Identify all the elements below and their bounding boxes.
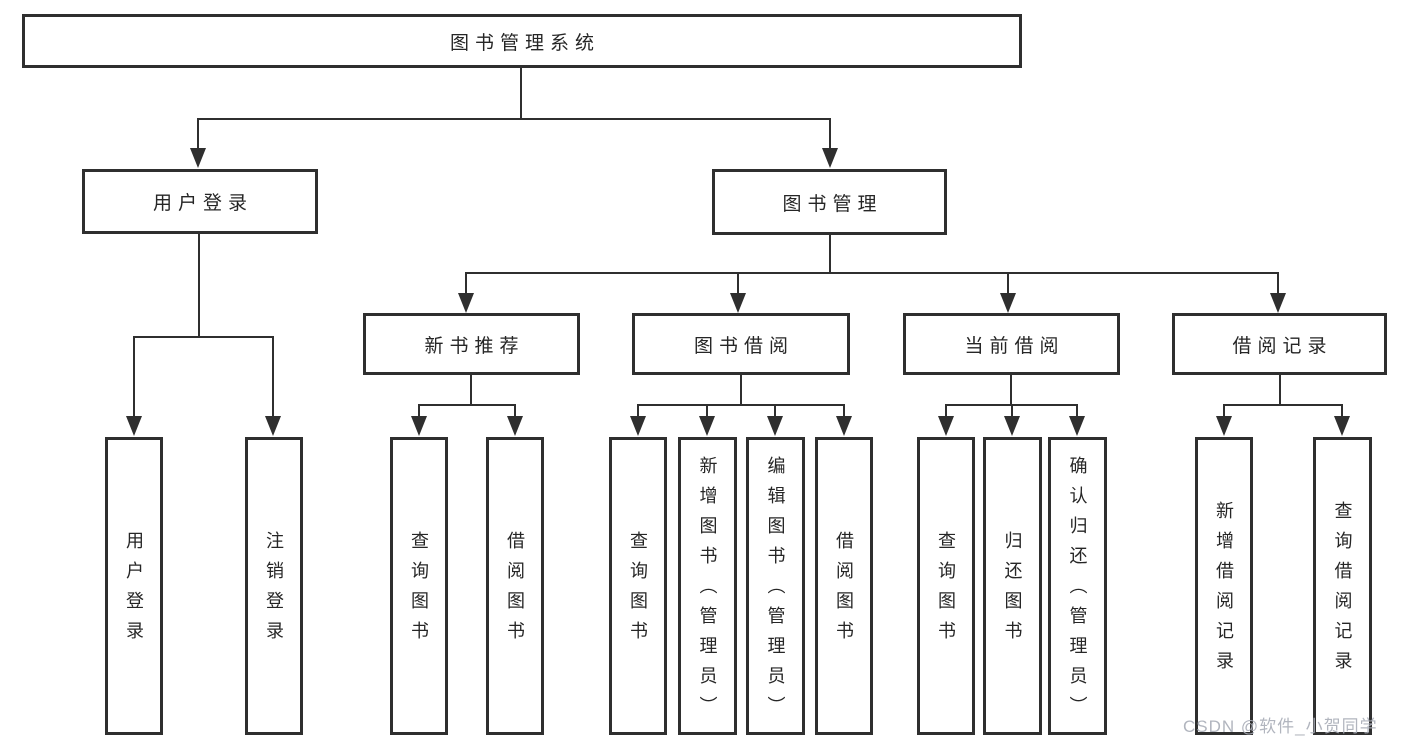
connector-line-horizontal: [1223, 404, 1343, 406]
connector-line-vertical: [470, 375, 472, 406]
leaf-query-borrow-record-label: 查询借阅记录: [1332, 501, 1353, 681]
leaf-edit-books-admin-label: 编辑图书（管理员）: [765, 456, 786, 726]
node-new-book-recommend-label: 新书推荐: [424, 335, 525, 357]
leaf-return-books-label: 归还图书: [1002, 531, 1023, 651]
arrowhead-down: [1069, 416, 1085, 436]
leaf-query-borrow-record: 查询借阅记录: [1313, 437, 1372, 735]
connector-line-vertical: [843, 404, 845, 420]
connector-line-vertical: [774, 404, 776, 420]
node-borrowing-records-label: 借阅记录: [1232, 335, 1333, 357]
node-book-borrowing: 图书借阅: [632, 313, 850, 375]
connector-line-vertical: [514, 404, 516, 420]
leaf-current-query-books-label: 查询图书: [936, 531, 956, 651]
connector-line-horizontal: [637, 404, 845, 406]
leaf-borrowing-borrow-books: 借阅图书: [815, 437, 873, 735]
node-user-login-label: 用户登录: [152, 193, 253, 214]
csdn-watermark: CSDN @软件_小贺同学: [1183, 717, 1378, 736]
leaf-borrowing-query-books: 查询图书: [609, 437, 667, 735]
connector-line-vertical: [829, 235, 831, 274]
connector-line-horizontal: [465, 272, 1279, 274]
arrowhead-down: [1270, 293, 1286, 313]
arrowhead-down: [507, 416, 523, 436]
leaf-recommend-query-books: 查询图书: [390, 437, 448, 735]
leaf-add-books-admin-label: 新增图书（管理员）: [697, 456, 718, 726]
connector-line-vertical: [465, 272, 467, 296]
arrowhead-down: [767, 416, 783, 436]
node-current-borrowing-label: 当前借阅: [964, 335, 1065, 357]
arrowhead-down: [411, 416, 427, 436]
connector-line-vertical: [1277, 272, 1279, 296]
connector-line-vertical: [1076, 404, 1078, 420]
connector-line-vertical: [740, 375, 742, 406]
connector-line-horizontal: [197, 118, 831, 120]
connector-line-vertical: [520, 68, 522, 119]
node-user-login: 用户登录: [82, 169, 318, 234]
leaf-confirm-return-admin-label: 确认归还（管理员）: [1067, 456, 1088, 726]
node-new-book-recommend: 新书推荐: [363, 313, 580, 375]
connector-line-vertical: [1011, 404, 1013, 420]
node-book-borrowing-label: 图书借阅: [693, 335, 794, 357]
connector-line-vertical: [829, 118, 831, 152]
arrowhead-down: [730, 293, 746, 313]
node-root-label: 图书管理系统: [449, 32, 600, 54]
leaf-borrowing-borrow-books-label: 借阅图书: [834, 531, 854, 651]
leaf-return-books: 归还图书: [983, 437, 1042, 735]
connector-line-vertical: [272, 336, 274, 420]
leaf-add-books-admin: 新增图书（管理员）: [678, 437, 737, 735]
connector-line-vertical: [945, 404, 947, 420]
node-current-borrowing: 当前借阅: [903, 313, 1120, 375]
node-book-management-label: 图书管理: [782, 193, 883, 215]
node-borrowing-records: 借阅记录: [1172, 313, 1387, 375]
connector-line-vertical: [1341, 404, 1343, 420]
arrowhead-down: [822, 148, 838, 168]
leaf-borrowing-query-books-label: 查询图书: [628, 531, 648, 651]
arrowhead-down: [458, 293, 474, 313]
leaf-user-login: 用户登录: [105, 437, 163, 735]
connector-line-vertical: [197, 118, 199, 152]
connector-line-vertical: [133, 336, 135, 420]
arrowhead-down: [836, 416, 852, 436]
arrowhead-down: [1004, 416, 1020, 436]
connector-line-vertical: [418, 404, 420, 420]
arrowhead-down: [1000, 293, 1016, 313]
arrowhead-down: [1216, 416, 1232, 436]
node-book-management: 图书管理: [712, 169, 947, 235]
arrowhead-down: [699, 416, 715, 436]
leaf-logout-label: 注销登录: [264, 531, 284, 651]
leaf-confirm-return-admin: 确认归还（管理员）: [1048, 437, 1107, 735]
leaf-logout: 注销登录: [245, 437, 303, 735]
leaf-user-login-label: 用户登录: [124, 531, 144, 651]
leaf-recommend-query-books-label: 查询图书: [409, 531, 429, 651]
connector-line-vertical: [706, 404, 708, 420]
arrowhead-down: [1334, 416, 1350, 436]
connector-line-vertical: [1010, 375, 1012, 406]
leaf-add-borrow-record: 新增借阅记录: [1195, 437, 1253, 735]
arrowhead-down: [938, 416, 954, 436]
connector-line-vertical: [1279, 375, 1281, 406]
leaf-edit-books-admin: 编辑图书（管理员）: [746, 437, 805, 735]
connector-line-vertical: [1007, 272, 1009, 296]
arrowhead-down: [126, 416, 142, 436]
leaf-add-borrow-record-label: 新增借阅记录: [1214, 501, 1234, 681]
connector-line-vertical: [1223, 404, 1225, 420]
connector-line-vertical: [637, 404, 639, 420]
connector-line-vertical: [737, 272, 739, 296]
connector-line-horizontal: [133, 336, 274, 338]
connector-line-horizontal: [418, 404, 516, 406]
leaf-recommend-borrow-books-label: 借阅图书: [505, 531, 525, 651]
arrowhead-down: [630, 416, 646, 436]
connector-line-vertical: [198, 234, 200, 338]
leaf-current-query-books: 查询图书: [917, 437, 975, 735]
node-root: 图书管理系统: [22, 14, 1022, 68]
arrowhead-down: [190, 148, 206, 168]
arrowhead-down: [265, 416, 281, 436]
leaf-recommend-borrow-books: 借阅图书: [486, 437, 544, 735]
